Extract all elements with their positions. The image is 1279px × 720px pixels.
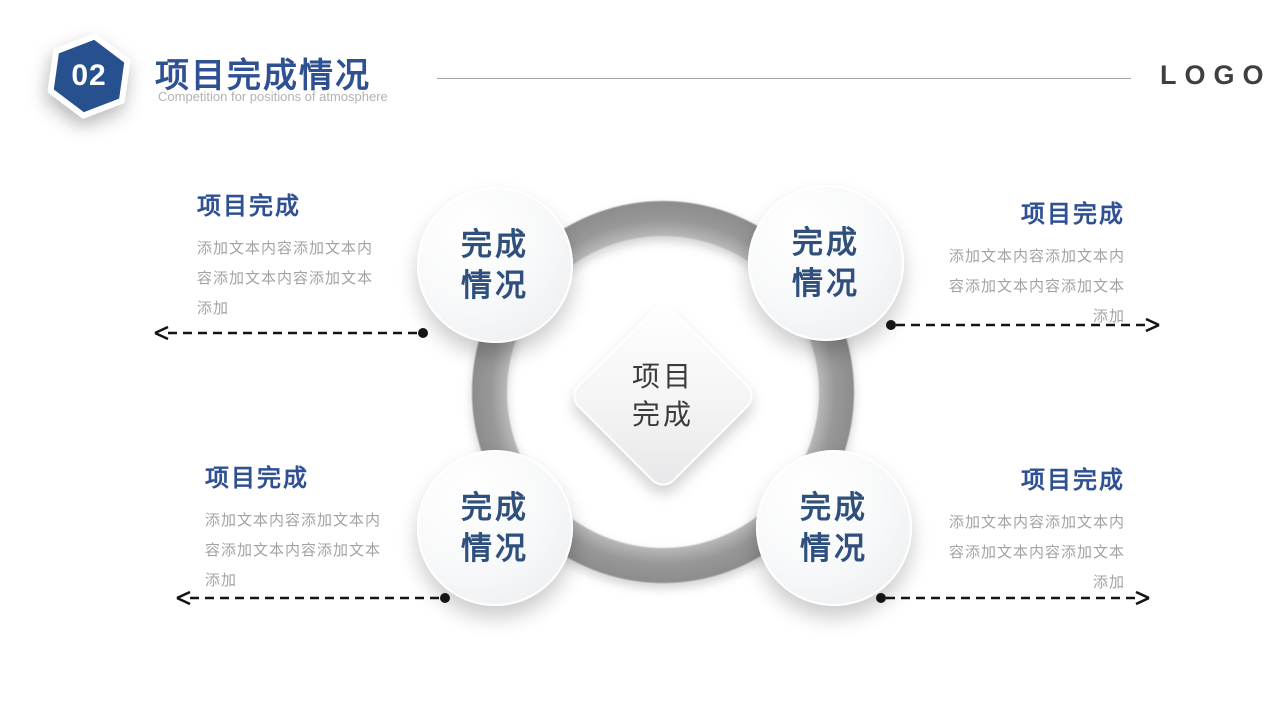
section-number: 02 <box>71 59 107 92</box>
block-heading: 项目完成 <box>1021 201 1125 228</box>
satellite-node-bottom-right: 完成 情况 <box>756 450 912 606</box>
satellite-node-label: 完成 情况 <box>800 487 868 569</box>
node-line1: 完成 <box>461 227 529 262</box>
text-block-top-right: 项目完成 添加文本内容添加文本内 容添加文本内容添加文本 添加 <box>865 194 1125 332</box>
section-number-badge: 02 <box>46 32 132 124</box>
satellite-node-bottom-left: 完成 情况 <box>417 450 573 606</box>
block-body: 添加文本内容添加文本内 容添加文本内容添加文本 添加 <box>865 508 1125 598</box>
center-diamond-line1: 项目 <box>631 360 695 392</box>
body-line: 添加 <box>1092 574 1125 591</box>
block-body: 添加文本内容添加文本内 容添加文本内容添加文本 添加 <box>197 234 457 324</box>
node-line1: 完成 <box>800 490 868 525</box>
arrow-left-icon <box>176 590 450 606</box>
logo-text: LOGO <box>1160 60 1272 90</box>
dashed-arrow-right-bottom <box>874 590 1152 606</box>
dashed-arrow-left-bottom <box>174 590 452 606</box>
block-heading: 项目完成 <box>205 465 309 492</box>
block-body: 添加文本内容添加文本内 容添加文本内容添加文本 添加 <box>205 506 465 596</box>
page-title: 项目完成情况 <box>155 57 371 95</box>
text-block-top-left: 项目完成 添加文本内容添加文本内 容添加文本内容添加文本 添加 <box>197 186 457 324</box>
dashed-arrow-right-top <box>884 317 1162 333</box>
satellite-node-label: 完成 情况 <box>461 224 529 306</box>
block-heading: 项目完成 <box>197 193 301 220</box>
dashed-arrow-left-top <box>152 325 430 341</box>
body-line: 容添加文本内容添加文本 <box>948 544 1125 561</box>
node-line1: 完成 <box>461 490 529 525</box>
arrow-left-icon <box>154 325 428 341</box>
body-line: 容添加文本内容添加文本 <box>948 278 1125 295</box>
body-line: 添加文本内容添加文本内 <box>948 514 1125 531</box>
page-subtitle: Competition for positions of atmosphere <box>158 89 388 104</box>
body-line: 添加文本内容添加文本内 <box>197 240 374 257</box>
arrow-right-icon <box>876 590 1150 606</box>
body-line: 添加 <box>197 300 230 317</box>
node-line2: 情况 <box>461 531 529 566</box>
node-line2: 情况 <box>800 531 868 566</box>
hexagon-icon <box>47 33 131 119</box>
satellite-node-top-left: 完成 情况 <box>417 187 573 343</box>
arrow-right-icon <box>886 317 1160 333</box>
center-diamond-line2: 完成 <box>631 398 695 430</box>
body-line: 容添加文本内容添加文本 <box>205 542 382 559</box>
satellite-node-label: 完成 情况 <box>461 487 529 569</box>
node-line2: 情况 <box>792 266 860 301</box>
body-line: 添加 <box>1092 308 1125 325</box>
node-line2: 情况 <box>461 268 529 303</box>
text-block-bottom-right: 项目完成 添加文本内容添加文本内 容添加文本内容添加文本 添加 <box>865 460 1125 598</box>
center-diamond-label: 项目 完成 <box>632 358 694 434</box>
satellite-node-top-right: 完成 情况 <box>748 185 904 341</box>
satellite-node-label: 完成 情况 <box>792 222 860 304</box>
header-divider <box>437 78 1131 79</box>
body-line: 添加文本内容添加文本内 <box>948 248 1125 265</box>
block-body: 添加文本内容添加文本内 容添加文本内容添加文本 添加 <box>865 242 1125 332</box>
body-line: 添加文本内容添加文本内 <box>205 512 382 529</box>
block-heading: 项目完成 <box>1021 467 1125 494</box>
text-block-bottom-left: 项目完成 添加文本内容添加文本内 容添加文本内容添加文本 添加 <box>205 458 465 596</box>
body-line: 容添加文本内容添加文本 <box>197 270 374 287</box>
body-line: 添加 <box>205 572 238 589</box>
node-line1: 完成 <box>792 225 860 260</box>
